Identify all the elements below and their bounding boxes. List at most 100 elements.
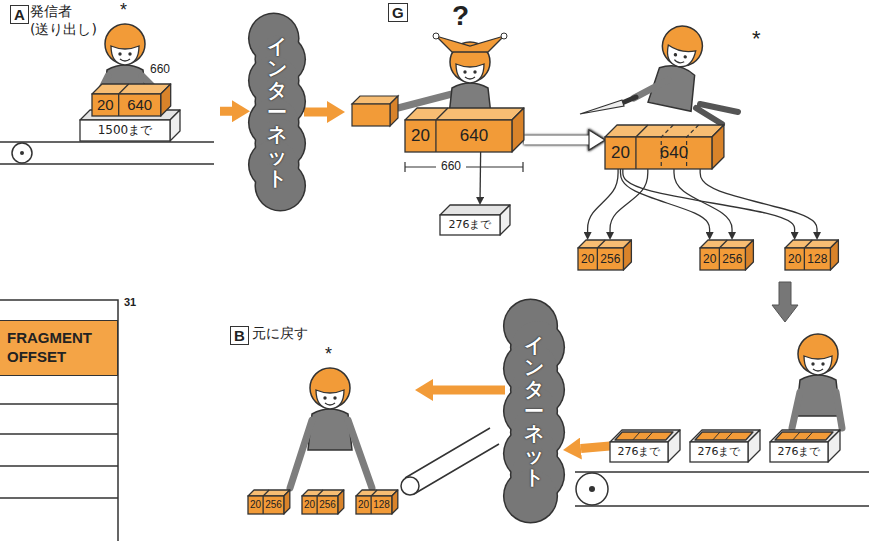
box-front — [605, 137, 712, 169]
cut-line — [687, 125, 699, 169]
cutting-kid — [622, 97, 636, 103]
loading-kid — [792, 334, 842, 428]
conveyor-belt — [589, 486, 595, 492]
connector-arrow — [433, 385, 505, 394]
label-slot: 31 — [124, 296, 136, 309]
receiver-kid — [308, 368, 352, 450]
box-front — [785, 248, 830, 270]
sender-panel: A発信者 (送り出し)1500まで20640 — [4, 0, 220, 208]
panel-disc — [4, 0, 220, 208]
box-front — [690, 442, 748, 462]
dimension-line — [405, 162, 523, 172]
conveyor-belt — [0, 142, 214, 164]
fragment-packet: 20256 — [700, 240, 753, 270]
conveyor-belt — [401, 428, 499, 495]
packet-field: 20 — [405, 120, 436, 152]
box-front — [302, 496, 338, 514]
connector-arrow — [610, 169, 648, 232]
packed-fragment — [633, 432, 640, 440]
label-slot: * — [120, 0, 127, 21]
text-slot: A — [10, 5, 29, 24]
box-front — [700, 248, 745, 270]
confused-kid — [390, 96, 398, 126]
confused-kid — [501, 33, 507, 39]
conveyor-belt — [20, 151, 24, 155]
header-field: FRAGMENT OFFSET — [0, 320, 118, 376]
box-side — [170, 110, 180, 141]
panel-heading: 元に戻す — [252, 324, 308, 342]
connector-arrow — [220, 107, 232, 116]
packed-fragment — [805, 432, 812, 440]
panel-heading: 発信者 (送り出し) — [30, 2, 97, 38]
packet-field: 20 — [578, 248, 597, 270]
text-slot: 元に戻す — [252, 324, 308, 342]
packet-field: 256 — [597, 248, 623, 270]
mtu-tray: 276まで — [440, 205, 510, 235]
conveyor-belt — [576, 473, 608, 505]
packed-fragment — [713, 432, 720, 440]
packed-fragment — [775, 432, 833, 440]
field-divider — [436, 108, 448, 152]
tray-limit: 276まで — [690, 442, 748, 462]
receiver-kid — [290, 420, 372, 488]
bit-number: 31 — [124, 296, 136, 309]
dimension-line — [405, 162, 523, 172]
box-front — [440, 215, 500, 235]
conveyor-belt — [401, 477, 419, 495]
packet-field: 20 — [605, 137, 636, 169]
box-side — [392, 490, 398, 514]
box-front — [770, 442, 828, 462]
field-name: FRAGMENT OFFSET — [7, 328, 109, 366]
star-mark: * — [325, 344, 332, 365]
conveyor-belt — [0, 142, 214, 164]
packet-field: 128 — [804, 248, 830, 270]
mtu-tray: 276まで — [770, 430, 840, 462]
packet-field: 20 — [248, 496, 263, 514]
box-side — [161, 84, 171, 116]
panel-disc — [215, 320, 415, 520]
confused-kid — [352, 104, 390, 126]
connector-arrow — [581, 446, 610, 449]
connector-arrow — [588, 169, 618, 232]
panel-letter: A — [10, 5, 29, 24]
dimension-value: 660 — [150, 62, 170, 76]
packed-fragment — [695, 432, 753, 440]
confused-kid — [433, 33, 439, 39]
box-front — [610, 442, 668, 462]
packet-field: 20 — [785, 248, 804, 270]
conveyor-belt — [575, 472, 869, 506]
cutting-kid — [580, 100, 624, 114]
loading-kid — [792, 392, 842, 428]
conveyor-belt — [575, 472, 869, 506]
label-slot: * — [325, 344, 332, 365]
packet-field: 20 — [92, 94, 119, 116]
box-side — [284, 490, 290, 514]
ip-packet: 20640 — [605, 125, 724, 169]
star-mark: * — [752, 26, 761, 51]
box-top — [605, 125, 724, 137]
connector-arrow — [524, 135, 589, 144]
packet-field: 256 — [719, 248, 745, 270]
ip-packet: 20640 — [405, 108, 524, 152]
packet-front: 20640 — [605, 137, 712, 169]
packet-field: 20 — [302, 496, 317, 514]
field-divider — [636, 125, 648, 169]
box-side — [745, 240, 753, 270]
box-side — [512, 108, 524, 152]
internet-cloud: インターネット — [505, 300, 563, 522]
packet-front: 20256 — [578, 248, 623, 270]
packet-field: 256 — [317, 496, 338, 514]
loading-kid — [796, 334, 840, 416]
packet-front: 20640 — [405, 120, 512, 152]
packed-fragment — [793, 432, 800, 440]
box-front — [578, 248, 623, 270]
packet-front: 20256 — [248, 496, 284, 514]
cutting-kid — [634, 80, 668, 98]
packet-field: 640 — [636, 137, 712, 169]
cloud-label: インターネット — [524, 334, 544, 488]
router-area: G20640276まで20640202562025620128276まで276ま… — [345, 0, 869, 541]
box-top — [405, 108, 524, 120]
star-mark: * — [120, 0, 127, 21]
tray-limit: 276まで — [770, 442, 828, 462]
